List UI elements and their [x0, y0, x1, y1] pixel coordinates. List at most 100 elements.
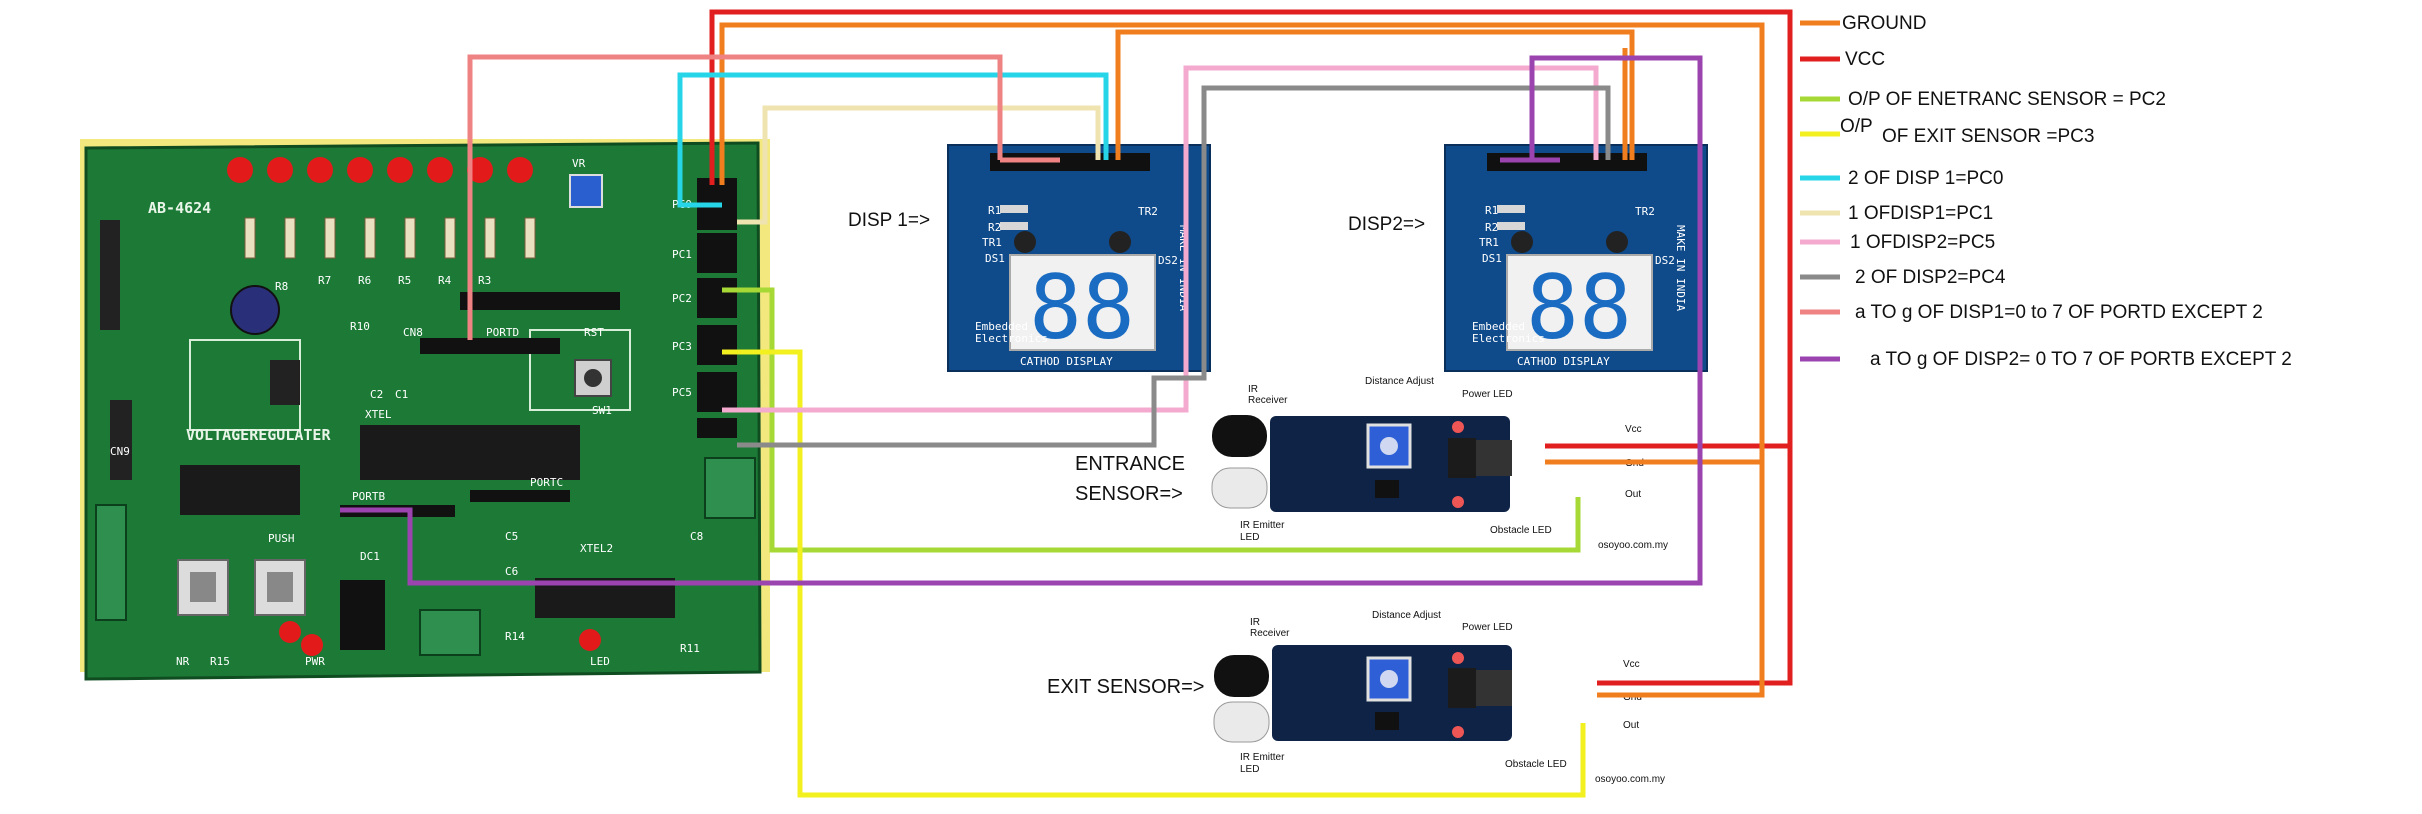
- pc5-label: PC5: [672, 386, 692, 399]
- sw1-label: SW1: [592, 404, 612, 417]
- entrance-obstacle-led-label: Obstacle LED: [1490, 525, 1552, 536]
- entrance-label-line-1: ENTRANCE: [1075, 453, 1185, 475]
- header-pc2: [697, 278, 737, 318]
- legend-text-3-a: O/P: [1840, 116, 1873, 137]
- exit-ir-label-2: Receiver: [1250, 628, 1290, 639]
- vr-label: VR: [572, 157, 586, 170]
- entrance-comparator-ic: [1375, 480, 1399, 498]
- entrance-ir-label-2: Receiver: [1248, 395, 1288, 406]
- display-1-tr1: [1014, 231, 1036, 253]
- legend-text-5: 1 OFDISP1=PC1: [1848, 203, 1993, 224]
- led-4: [347, 157, 373, 183]
- r10-label: R10: [350, 320, 370, 333]
- legend-text-6: 1 OFDISP2=PC5: [1850, 232, 1995, 253]
- entrance-out-label: Out: [1625, 489, 1641, 500]
- exit-ir-emitter: [1214, 702, 1269, 742]
- display-2-side-text: MAKE IN INDIA: [1674, 225, 1687, 311]
- display-2-ds2-label: DS2: [1655, 254, 1675, 267]
- entrance-power-led: [1452, 421, 1464, 433]
- exit-emitter-label-1: IR Emitter: [1240, 752, 1285, 763]
- led-3: [307, 157, 333, 183]
- entrance-pins: [1476, 440, 1512, 476]
- push-button-right-cap: [267, 572, 293, 602]
- display-1-brand-2: Electronics: [975, 332, 1048, 345]
- entrance-header: [1448, 438, 1476, 478]
- display-1-r1-label: R1: [988, 204, 1001, 217]
- rst-label: RST: [584, 326, 604, 339]
- led-8: [507, 157, 533, 183]
- led-bottom-3: [579, 629, 601, 651]
- entrance-power-led-label: Power LED: [1462, 389, 1513, 400]
- entrance-watermark: osoyoo.com.my: [1598, 540, 1668, 551]
- exit-vcc-label: Vcc: [1623, 659, 1640, 670]
- resistor: [485, 218, 495, 258]
- entrance-obstacle-led: [1452, 496, 1464, 508]
- pc1-label: PC1: [672, 248, 692, 261]
- terminal-block-left: [96, 505, 126, 620]
- r14-label: R14: [505, 630, 525, 643]
- nr-label: NR: [176, 655, 190, 668]
- header-pc3: [697, 325, 737, 365]
- exit-label: EXIT SENSOR=>: [1047, 676, 1204, 698]
- header-pc1: [697, 233, 737, 273]
- voltage-regulator: [270, 360, 300, 405]
- entrance-distance-adjust-label: Distance Adjust: [1365, 376, 1434, 387]
- r15-label: R15: [210, 655, 230, 668]
- exit-out-label: Out: [1623, 720, 1639, 731]
- terminal-block-bottom: [420, 610, 480, 655]
- pc2-label: PC2: [672, 292, 692, 305]
- resistor: [245, 218, 255, 258]
- display-2-r1-label: R1: [1485, 204, 1498, 217]
- exit-power-led: [1452, 652, 1464, 664]
- exit-pot-knob: [1380, 670, 1398, 688]
- pc3-label: PC3: [672, 340, 692, 353]
- resistor: [525, 218, 535, 258]
- legend-text-0: GROUND: [1842, 13, 1926, 34]
- trimmer-potentiometer: [570, 175, 602, 207]
- exit-ir-label-1: IR: [1250, 617, 1260, 628]
- display-2-brand-2: Electronics: [1472, 332, 1545, 345]
- exit-power-led-label: Power LED: [1462, 622, 1513, 633]
- exit-emitter-label-2: LED: [1240, 764, 1259, 775]
- disp2-label: DISP2=>: [1348, 214, 1425, 235]
- header-pc5: [697, 372, 737, 412]
- wire-legend: GROUNDVCCO/P OF ENETRANC SENSOR = PC2O/P…: [1800, 13, 2292, 370]
- c5-label: C5: [505, 530, 518, 543]
- cn8-header: [420, 338, 560, 354]
- exit-ir-receiver: [1214, 655, 1269, 697]
- r11-label: R11: [680, 642, 700, 655]
- push-button-left-cap: [190, 572, 216, 602]
- led-bottom-1: [279, 621, 301, 643]
- display-2-r2: [1497, 222, 1525, 230]
- display-2-r2-label: R2: [1485, 221, 1498, 234]
- portc-label: PORTC: [530, 476, 563, 489]
- display-2-tr1-label: TR1: [1479, 236, 1499, 249]
- exit-header: [1448, 668, 1476, 708]
- disp1-label: DISP 1=>: [848, 210, 930, 231]
- exit-distance-adjust-label: Distance Adjust: [1372, 610, 1441, 621]
- exit-pins: [1476, 670, 1512, 706]
- display-2-tr2: [1606, 231, 1628, 253]
- entrance-ir-receiver: [1212, 415, 1267, 457]
- display-1-r2-label: R2: [988, 221, 1001, 234]
- reset-button-cap: [584, 369, 602, 387]
- display-module-1: 88 R1 R2 TR1 TR2 DS1 DS2 CATHOD DISPLAY …: [948, 145, 1210, 371]
- led-5: [387, 157, 413, 183]
- exit-watermark: osoyoo.com.my: [1595, 774, 1665, 785]
- exit-comparator-ic: [1375, 712, 1399, 730]
- secondary-ic: [180, 465, 300, 515]
- led-6: [427, 157, 453, 183]
- display-1-ds2-label: DS2: [1158, 254, 1178, 267]
- push-label: PUSH: [268, 532, 295, 545]
- portd-label: PORTD: [486, 326, 519, 339]
- header-pc6: [697, 418, 737, 438]
- voltage-regulator-label: VOLTAGEREGULATER: [186, 426, 331, 444]
- legend-text-9: a TO g OF DISP2= 0 TO 7 OF PORTB EXCEPT …: [1870, 349, 2292, 370]
- entrance-emitter-label-1: IR Emitter: [1240, 520, 1285, 531]
- display-2-footer: CATHOD DISPLAY: [1517, 355, 1610, 368]
- display-module-2: 88 R1 R2 TR1 TR2 DS1 DS2 CATHOD DISPLAY …: [1445, 145, 1707, 371]
- entrance-ir-emitter: [1212, 468, 1267, 508]
- cn8-label: CN8: [403, 326, 423, 339]
- legend-text-3-b: OF EXIT SENSOR =PC3: [1882, 126, 2094, 147]
